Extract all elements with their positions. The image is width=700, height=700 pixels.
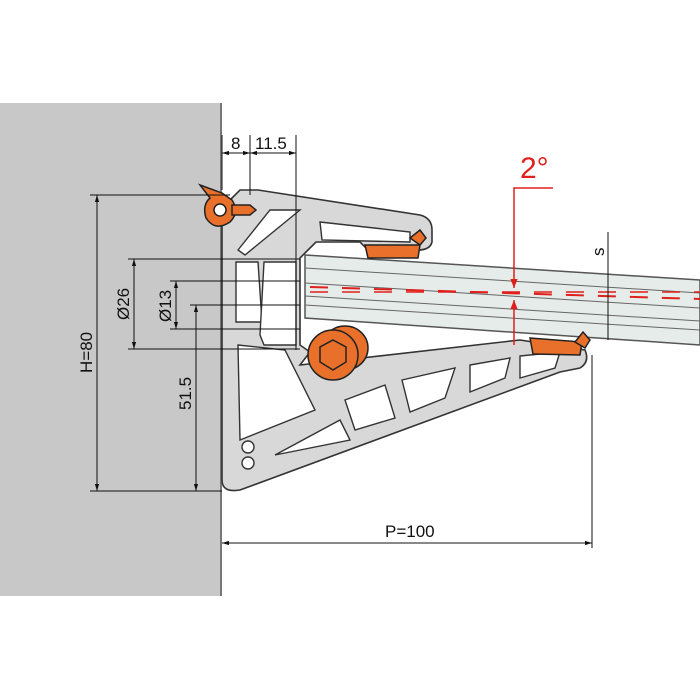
angle-label: 2° bbox=[520, 152, 549, 185]
pane-axis-tilted bbox=[309, 286, 700, 300]
thickness-label: s bbox=[589, 248, 608, 257]
projection-label: P=100 bbox=[385, 522, 435, 541]
glass-pane bbox=[304, 254, 700, 346]
screw-icon bbox=[307, 325, 369, 381]
diameter-26-label: Ø26 bbox=[114, 288, 133, 320]
clips bbox=[197, 183, 591, 356]
profile-cutouts bbox=[235, 209, 561, 470]
dim-11-5-label: 11.5 bbox=[255, 134, 287, 153]
diameter-13-label: Ø13 bbox=[156, 290, 175, 322]
bracket-profile bbox=[221, 189, 588, 492]
dim-8-label: 8 bbox=[231, 134, 240, 153]
height-label: H=80 bbox=[77, 332, 96, 373]
axis-height-label: 51.5 bbox=[176, 377, 195, 410]
angle-indicator bbox=[510, 187, 553, 345]
